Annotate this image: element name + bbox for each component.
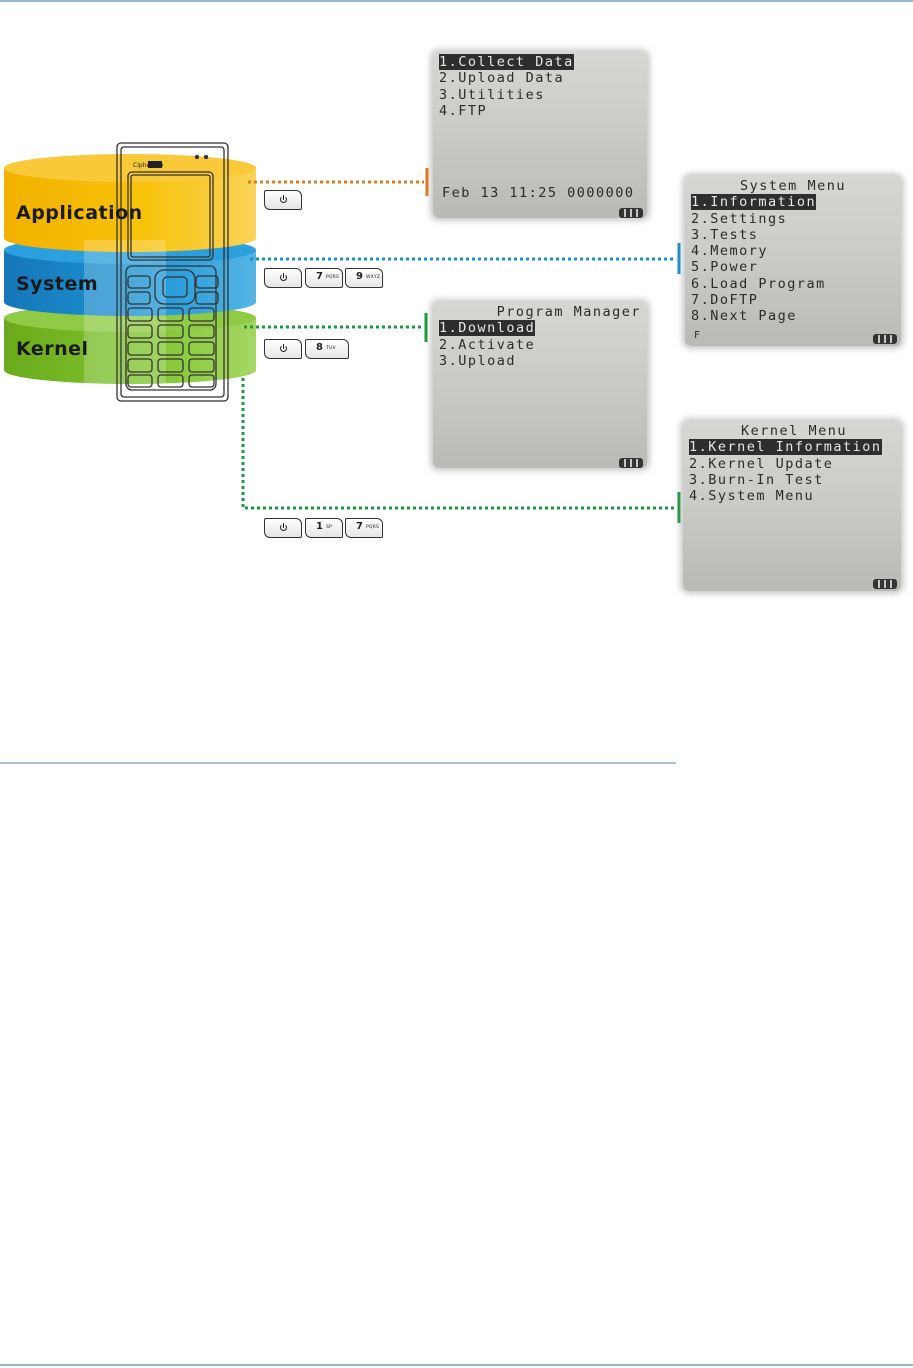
- menu-item: 4.System Menu: [689, 488, 815, 505]
- phone-brand: CipherLab: [133, 162, 164, 169]
- power-key: [264, 190, 302, 210]
- application-layer-label: Application: [16, 202, 143, 224]
- status-line: Feb 13 11:25 0000000: [442, 185, 635, 201]
- menu-item: 2.Activate: [439, 336, 536, 353]
- menu-item: 4.FTP: [439, 102, 488, 119]
- kernel-layer-label: Kernel: [16, 338, 89, 360]
- screen-title: Program Manager: [496, 304, 641, 320]
- firmware-layers-diagram: CipherLab: [4, 142, 681, 523]
- menu-item: 3.Burn-In Test: [689, 471, 824, 488]
- application-screen: 1.Collect Data 2.Upload Data 3.Utilities…: [433, 52, 647, 218]
- system-layer-label: System: [16, 273, 99, 295]
- power-key: [264, 339, 302, 359]
- screen-title: Kernel Menu: [741, 423, 847, 439]
- menu-item: 1.Kernel Information: [689, 439, 882, 456]
- menu-item: 2.Upload Data: [439, 70, 565, 87]
- section-divider: [0, 762, 676, 764]
- menu-item: 6.Load Program: [691, 275, 826, 292]
- power-key: [264, 518, 302, 538]
- menu-item: 1.Collect Data: [439, 54, 574, 70]
- phone-device: [84, 142, 229, 402]
- bottom-rule: [0, 1364, 913, 1366]
- menu-item: 5.Power: [691, 259, 759, 276]
- menu-item: 3.Upload: [439, 352, 517, 369]
- screen-title: System Menu: [740, 178, 846, 194]
- menu-item: 3.Utilities: [439, 86, 545, 103]
- menu-item: 1.Download: [439, 320, 536, 337]
- menu-item: 8.Next Page: [691, 308, 797, 325]
- menu-item: 3.Tests: [691, 226, 759, 243]
- corner-indicator: F: [694, 330, 701, 341]
- battery-icon: [619, 458, 643, 468]
- kernel-menu-screen: Kernel Menu 1.Kernel Information 2.Kerne…: [683, 421, 901, 591]
- menu-item: 2.Settings: [691, 210, 788, 227]
- menu-item: 2.Kernel Update: [689, 455, 834, 472]
- battery-icon: [873, 579, 897, 589]
- menu-item: 4.Memory: [691, 243, 769, 260]
- battery-icon: [873, 334, 897, 344]
- system-menu-screen: System Menu 1.Information 2.Settings 3.T…: [685, 176, 901, 346]
- menu-item: 7.DoFTP: [691, 292, 759, 309]
- battery-icon: [619, 208, 643, 218]
- kernel-connector: [241, 378, 676, 510]
- power-key: [264, 268, 302, 288]
- menu-item: 1.Information: [691, 194, 817, 211]
- top-rule: [0, 0, 913, 2]
- program-manager-screen: Program Manager 1.Download 2.Activate 3.…: [433, 302, 647, 468]
